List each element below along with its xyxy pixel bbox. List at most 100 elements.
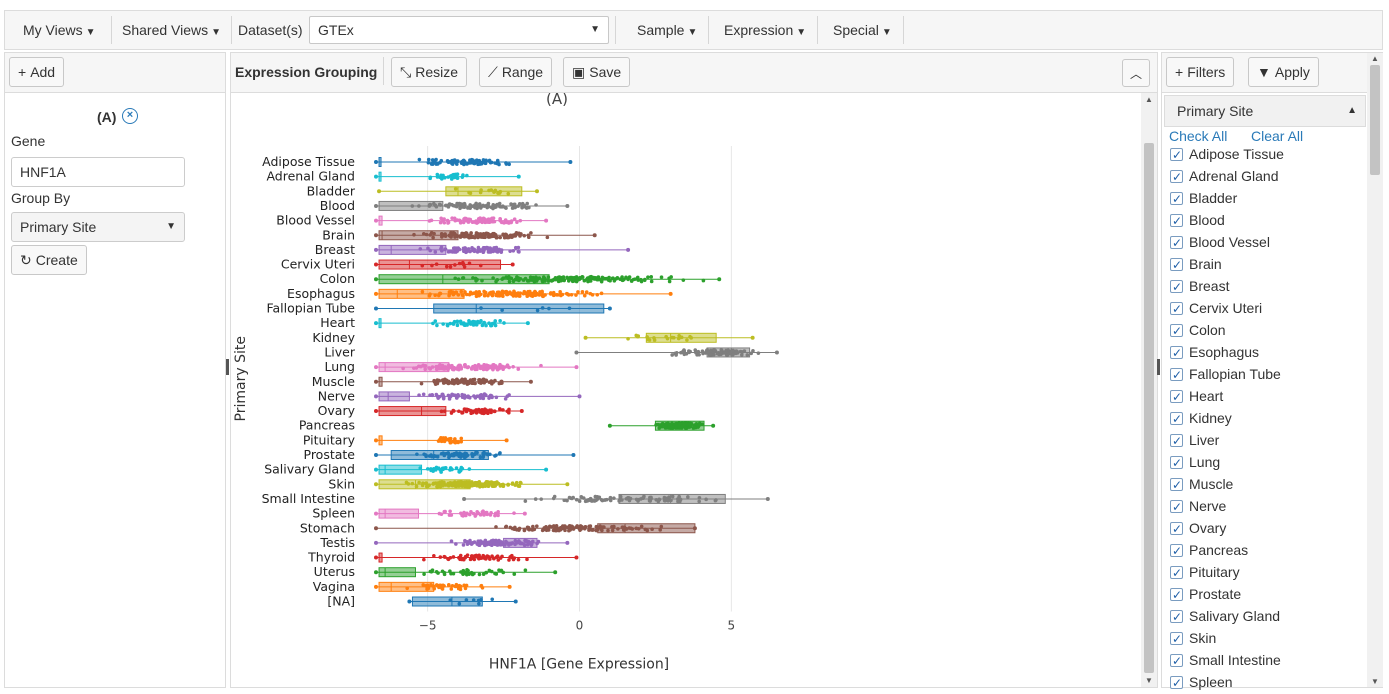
create-button[interactable]: ↻Create — [11, 245, 87, 275]
min-point — [374, 482, 378, 487]
checked-checkbox-icon[interactable] — [1170, 386, 1183, 408]
data-point — [616, 527, 620, 531]
filter-checkbox-row[interactable]: Brain — [1170, 253, 1222, 276]
checked-checkbox-icon[interactable] — [1170, 452, 1183, 474]
checked-checkbox-icon[interactable] — [1170, 188, 1183, 210]
filter-checkbox-row[interactable]: Adrenal Gland — [1170, 165, 1279, 188]
scroll-up-icon[interactable]: ▲ — [1145, 95, 1153, 104]
checked-checkbox-icon[interactable] — [1170, 628, 1183, 650]
filter-checkbox-row[interactable]: Salivary Gland — [1170, 605, 1280, 628]
filter-checkbox-row[interactable]: Liver — [1170, 429, 1219, 452]
checked-checkbox-icon[interactable] — [1170, 518, 1183, 540]
checked-checkbox-icon[interactable] — [1170, 364, 1183, 386]
group-by-select[interactable]: Primary Site▼ — [11, 212, 185, 242]
filter-checkbox-row[interactable]: Bladder — [1170, 187, 1237, 210]
filter-checkbox-row[interactable]: Kidney — [1170, 407, 1232, 430]
checked-checkbox-icon[interactable] — [1170, 320, 1183, 342]
dataset-select[interactable]: GTEx▼ — [309, 16, 609, 44]
filter-checkbox-row[interactable]: Muscle — [1170, 473, 1233, 496]
scroll-down-icon[interactable]: ▼ — [1371, 677, 1379, 686]
filters-button[interactable]: +Filters — [1166, 57, 1235, 87]
scroll-up-icon[interactable]: ▲ — [1371, 54, 1379, 63]
my-views-menu[interactable]: My Views▼ — [17, 11, 102, 49]
check-all-link[interactable]: Check All — [1169, 128, 1228, 144]
data-point — [455, 162, 459, 166]
checked-checkbox-icon[interactable] — [1170, 166, 1183, 188]
data-point — [462, 159, 467, 164]
min-point — [374, 394, 378, 399]
chart-toolbar: Expression Grouping ⤡Resize ⟋Range ▣Save… — [231, 53, 1157, 93]
data-point — [527, 205, 531, 210]
filter-checkbox-row[interactable]: Ovary — [1170, 517, 1226, 540]
data-point — [492, 409, 497, 414]
filter-checkbox-label: Prostate — [1189, 586, 1242, 602]
resize-button[interactable]: ⤡Resize — [391, 57, 467, 87]
filter-checkbox-row[interactable]: Adipose Tissue — [1170, 143, 1284, 166]
checked-checkbox-icon[interactable] — [1170, 276, 1183, 298]
apply-button[interactable]: ▼Apply — [1248, 57, 1319, 87]
filter-checkbox-row[interactable]: Lung — [1170, 451, 1220, 474]
checked-checkbox-icon[interactable] — [1170, 474, 1183, 496]
filter-checkbox-row[interactable]: Small Intestine — [1170, 649, 1281, 672]
remove-circle-icon[interactable]: × — [122, 108, 138, 124]
filter-checkbox-row[interactable]: Prostate — [1170, 583, 1242, 606]
filter-checkbox-row[interactable]: Pituitary — [1170, 561, 1240, 584]
checked-checkbox-icon[interactable] — [1170, 672, 1183, 694]
filter-checkbox-row[interactable]: Blood — [1170, 209, 1225, 232]
checked-checkbox-icon[interactable] — [1170, 606, 1183, 628]
filter-section-header[interactable]: Primary Site▲ — [1164, 95, 1366, 127]
expression-menu[interactable]: Expression▼ — [718, 11, 812, 49]
data-point — [533, 497, 538, 501]
checked-checkbox-icon[interactable] — [1170, 650, 1183, 672]
checked-checkbox-icon[interactable] — [1170, 342, 1183, 364]
filter-checkbox-row[interactable]: Colon — [1170, 319, 1226, 342]
checked-checkbox-icon[interactable] — [1170, 210, 1183, 232]
clear-all-link[interactable]: Clear All — [1251, 128, 1304, 144]
chart-scrollbar[interactable]: ▲ ▼ — [1141, 93, 1157, 687]
filters-scroll-thumb[interactable] — [1370, 65, 1380, 175]
checked-checkbox-icon[interactable] — [1170, 298, 1183, 320]
scroll-down-icon[interactable]: ▼ — [1145, 676, 1153, 685]
right-splitter-handle[interactable] — [1157, 359, 1160, 375]
data-point — [457, 601, 462, 606]
special-menu[interactable]: Special▼ — [827, 11, 898, 49]
save-button[interactable]: ▣Save — [563, 57, 631, 87]
shared-views-menu[interactable]: Shared Views▼ — [116, 11, 227, 49]
filter-checkbox-row[interactable]: Spleen — [1170, 671, 1233, 694]
filter-checkbox-row[interactable]: Esophagus — [1170, 341, 1259, 364]
data-point — [562, 278, 567, 282]
checked-checkbox-icon[interactable] — [1170, 254, 1183, 276]
shared-views-label: Shared Views — [122, 22, 209, 38]
data-point — [620, 498, 624, 502]
range-button[interactable]: ⟋Range — [479, 57, 553, 87]
left-splitter-handle[interactable] — [226, 359, 229, 375]
checked-checkbox-icon[interactable] — [1170, 232, 1183, 254]
checked-checkbox-icon[interactable] — [1170, 496, 1183, 518]
collapse-button[interactable]: ︿ — [1122, 59, 1150, 87]
filter-checkbox-row[interactable]: Skin — [1170, 627, 1216, 650]
filter-checkbox-row[interactable]: Nerve — [1170, 495, 1226, 518]
checked-checkbox-icon[interactable] — [1170, 540, 1183, 562]
sample-menu[interactable]: Sample▼ — [631, 11, 703, 49]
data-point — [593, 494, 598, 499]
data-point — [448, 480, 453, 485]
data-point — [487, 248, 492, 253]
filter-checkbox-row[interactable]: Breast — [1170, 275, 1229, 298]
filter-checkbox-row[interactable]: Blood Vessel — [1170, 231, 1270, 254]
filter-checkbox-row[interactable]: Pancreas — [1170, 539, 1248, 562]
checked-checkbox-icon[interactable] — [1170, 562, 1183, 584]
add-button[interactable]: +Add — [9, 57, 65, 87]
filters-scrollbar[interactable]: ▲ ▼ — [1367, 53, 1383, 687]
checked-checkbox-icon[interactable] — [1170, 408, 1183, 430]
gene-input[interactable]: HNF1A — [11, 157, 185, 187]
checked-checkbox-icon[interactable] — [1170, 584, 1183, 606]
checked-checkbox-icon[interactable] — [1170, 144, 1183, 166]
checked-checkbox-icon[interactable] — [1170, 430, 1183, 452]
box-rect — [618, 493, 726, 504]
filter-checkbox-row[interactable]: Heart — [1170, 385, 1223, 408]
chart-scroll-thumb[interactable] — [1144, 143, 1154, 673]
filter-checkbox-row[interactable]: Cervix Uteri — [1170, 297, 1262, 320]
data-point — [533, 279, 538, 283]
data-point — [468, 158, 472, 162]
filter-checkbox-row[interactable]: Fallopian Tube — [1170, 363, 1281, 386]
